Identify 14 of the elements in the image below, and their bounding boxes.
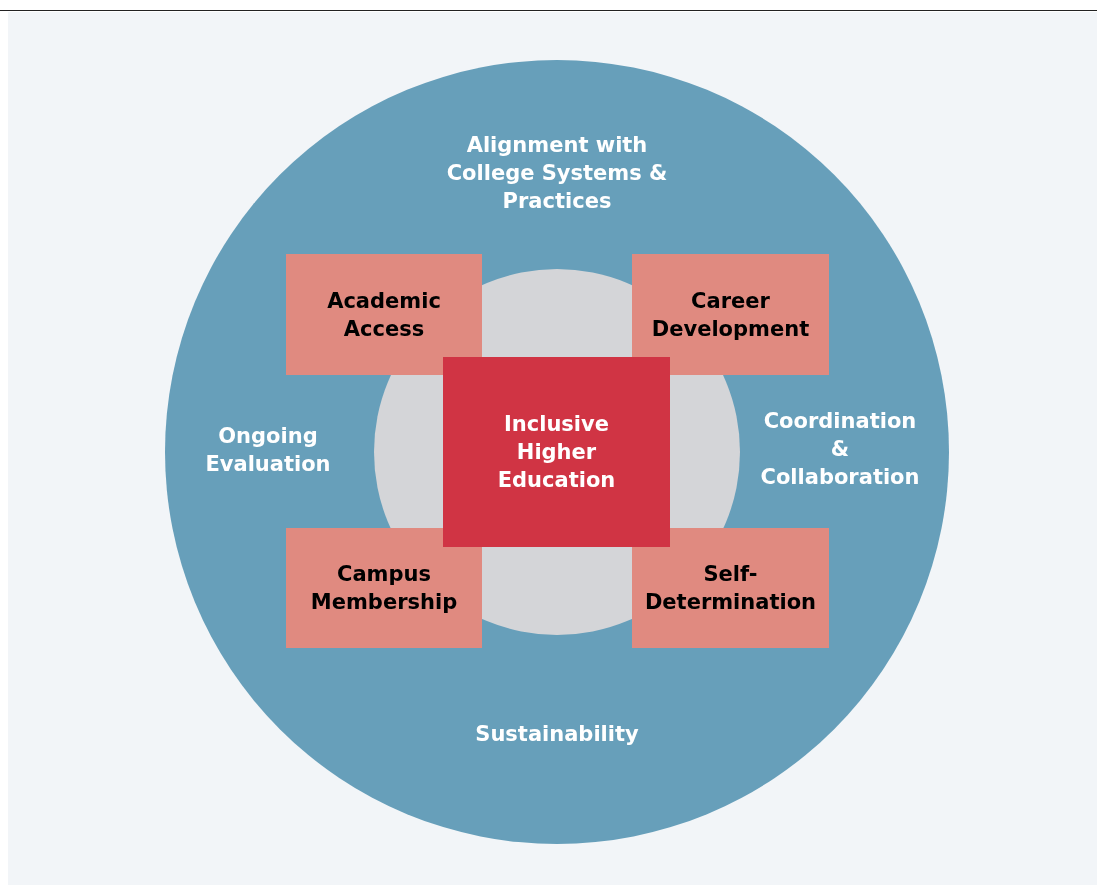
- box-label: Campus Membership: [309, 561, 459, 616]
- component-box: [286, 254, 482, 375]
- box-label: Academic Access: [326, 287, 442, 343]
- box-label: Career Development: [650, 287, 811, 343]
- circle-label: Sustainability: [474, 721, 640, 748]
- circle-label: Alignment with College Systems & Practices: [445, 132, 669, 215]
- circle-label: Ongoing Evaluation: [204, 423, 332, 478]
- component-box: [632, 528, 829, 648]
- component-box: [286, 528, 482, 648]
- center-box: [443, 357, 670, 547]
- circle-label: Coordination & Collaboration: [759, 408, 921, 491]
- component-box: [632, 254, 829, 375]
- box-label: Inclusive Higher Education: [496, 411, 617, 494]
- box-label: Self-Determination: [643, 561, 818, 616]
